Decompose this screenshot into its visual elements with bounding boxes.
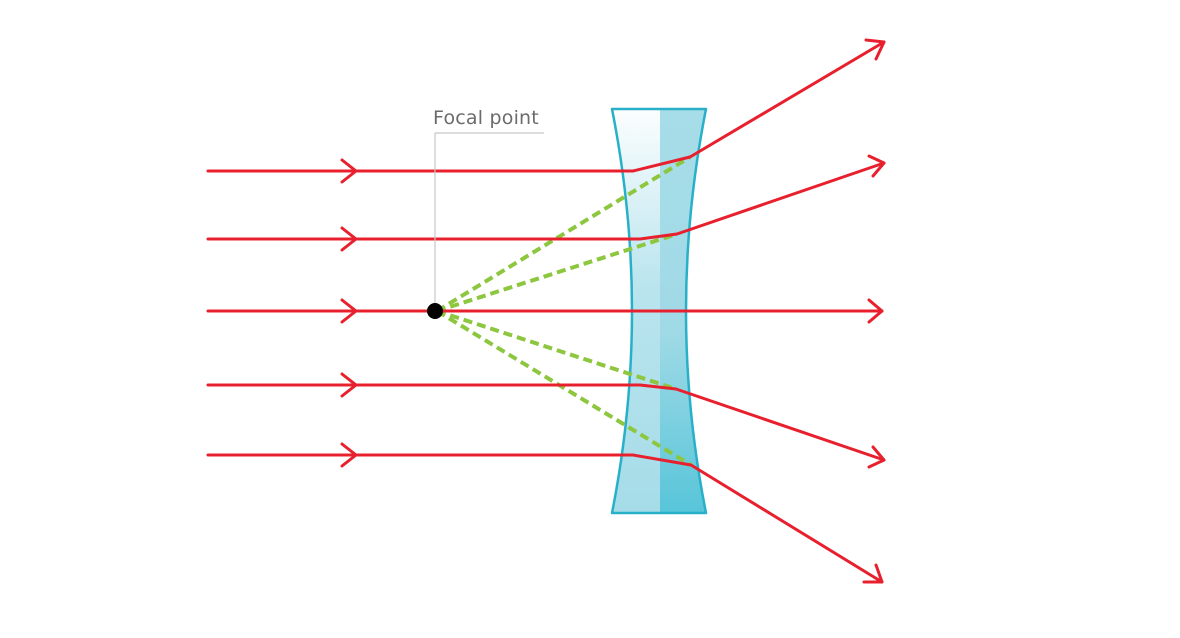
focal-leader xyxy=(434,132,544,303)
light-rays xyxy=(206,38,886,584)
ray-2-arrow-out xyxy=(867,154,886,178)
virtual-rays xyxy=(435,155,693,467)
ray-3-arrow-out xyxy=(867,298,884,324)
virtual-ray-2 xyxy=(436,232,678,313)
ray-3-arrow-in xyxy=(340,298,358,324)
ray-5-arrow-out xyxy=(862,563,884,584)
ray-4-arrow-in xyxy=(340,372,358,398)
virtual-ray-5 xyxy=(435,309,693,467)
ray-2 xyxy=(206,161,886,241)
ray-4 xyxy=(206,383,886,462)
lens-outline xyxy=(610,107,708,515)
ray-1 xyxy=(206,40,886,173)
ray-4-arrow-out xyxy=(867,445,886,469)
ray-2-arrow-in xyxy=(340,226,358,252)
ray-1-arrow-in xyxy=(340,158,358,184)
ray-5 xyxy=(206,453,884,584)
ray-5-arrow-in xyxy=(340,442,358,468)
focal-point-marker xyxy=(427,303,443,319)
focal-point-label: Focal point xyxy=(433,107,539,129)
ray-1-arrow-out xyxy=(864,38,886,61)
virtual-ray-1 xyxy=(435,155,692,313)
